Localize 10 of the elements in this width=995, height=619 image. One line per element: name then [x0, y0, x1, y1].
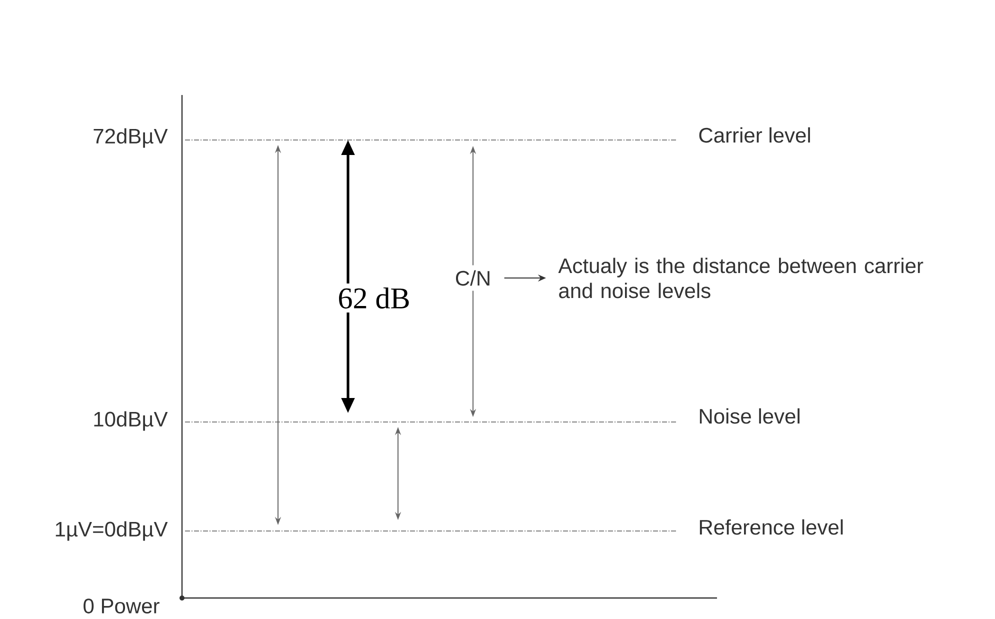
axis-label: 0 Power: [84, 598, 160, 614]
level-label: Carrier level: [699, 127, 810, 143]
axis-label: 72dBµV: [94, 128, 168, 148]
level-label: Noise level: [700, 408, 800, 424]
dimension-value: 62 dB: [334, 283, 414, 313]
dimension-label: C/N: [450, 265, 496, 291]
axis-label: 1µV=0dBµV: [56, 521, 168, 541]
note-text: Actualy is the distance between carrier and noise levels: [558, 258, 924, 298]
axis-label: 10dBµV: [94, 411, 168, 431]
level-label: Reference level: [700, 519, 843, 535]
